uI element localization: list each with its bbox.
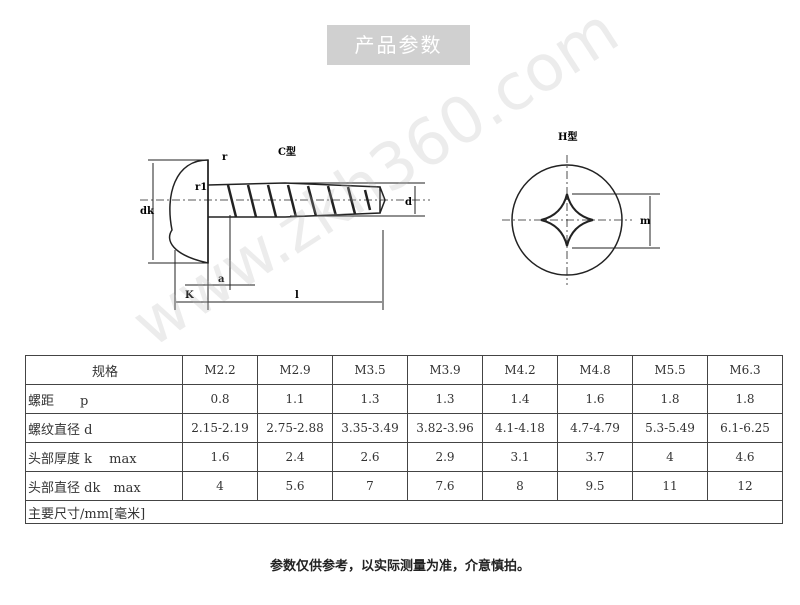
dim-d: d [405,197,412,208]
type-h-label: H型 [558,130,577,143]
row-label: 头部厚度 k max [25,442,183,472]
dim-r: r [222,152,228,163]
table-cell: 3.1 [482,442,558,472]
table-header-row: 规格 M2.2 M2.9 M3.5 M3.9 M4.2 M4.8 M5.5 M6… [25,355,783,385]
table-row: 头部直径 dk max 4 5.6 7 7.6 8 9.5 11 12 [25,471,783,501]
table-cell: 6.1-6.25 [707,413,783,443]
size-cell: M2.9 [257,355,333,385]
table-footer-row: 主要尺寸/mm[毫米] [25,500,783,524]
table-cell: 1.3 [407,384,483,414]
table-cell: 8 [482,471,558,501]
dim-r1: r1 [195,182,207,193]
size-cell: M2.2 [182,355,258,385]
table-row: 头部厚度 k max 1.6 2.4 2.6 2.9 3.1 3.7 4 4.6 [25,442,783,472]
dim-m: m [640,216,651,227]
table-row: 螺距 p 0.8 1.1 1.3 1.3 1.4 1.6 1.8 1.8 [25,384,783,414]
phillips-recess [540,193,594,247]
row-label: 头部直径 dk max [25,471,183,501]
table-cell: 2.4 [257,442,333,472]
table-cell: 5.6 [257,471,333,501]
table-cell: 4 [632,442,708,472]
table-cell: 4.1-4.18 [482,413,558,443]
disclaimer-note: 参数仅供参考，以实际测量为准，介意慎拍。 [269,559,530,574]
size-cell: M4.2 [482,355,558,385]
table-cell: 7.6 [407,471,483,501]
screw-head [168,159,209,264]
table-cell: 1.6 [182,442,258,472]
table-cell: 4 [182,471,258,501]
table-cell: 9.5 [557,471,633,501]
row-label: 螺纹直径 d [25,413,183,443]
dim-a: a [218,274,225,285]
table-cell: 2.6 [332,442,408,472]
table-cell: 1.4 [482,384,558,414]
size-cell: M3.9 [407,355,483,385]
table-cell: 3.7 [557,442,633,472]
table-cell: 1.8 [632,384,708,414]
table-cell: 5.3-5.49 [632,413,708,443]
table-cell: 4.6 [707,442,783,472]
table-cell: 3.35-3.49 [332,413,408,443]
table-cell: 3.82-3.96 [407,413,483,443]
size-cell: M6.3 [707,355,783,385]
table-cell: 11 [632,471,708,501]
table-cell: 0.8 [182,384,258,414]
table-cell: 1.1 [257,384,333,414]
table-cell: 1.3 [332,384,408,414]
table-cell: 2.9 [407,442,483,472]
dim-k: K [185,290,194,301]
table-cell: 12 [707,471,783,501]
dim-l: l [295,290,299,301]
table-cell: 7 [332,471,408,501]
size-cell: M5.5 [632,355,708,385]
size-cell: M4.8 [557,355,633,385]
table-cell: 2.15-2.19 [182,413,258,443]
table-cell: 2.75-2.88 [257,413,333,443]
row-label: 螺距 p [25,384,183,414]
screw-technical-drawing: C型 H型 dk r r1 d a K l m [140,130,660,310]
size-cell: M3.5 [332,355,408,385]
table-row: 螺纹直径 d 2.15-2.19 2.75-2.88 3.35-3.49 3.8… [25,413,783,443]
section-title: 产品参数 [327,25,470,65]
dim-dk: dk [140,206,155,217]
header-cell: 规格 [25,355,183,385]
table-cell: 1.6 [557,384,633,414]
table-cell: 4.7-4.79 [557,413,633,443]
table-cell: 1.8 [707,384,783,414]
thread-turns [226,184,372,218]
type-c-label: C型 [278,145,296,158]
units-note: 主要尺寸/mm[毫米] [25,500,783,524]
spec-table: 规格 M2.2 M2.9 M3.5 M3.9 M4.2 M4.8 M5.5 M6… [25,355,783,524]
